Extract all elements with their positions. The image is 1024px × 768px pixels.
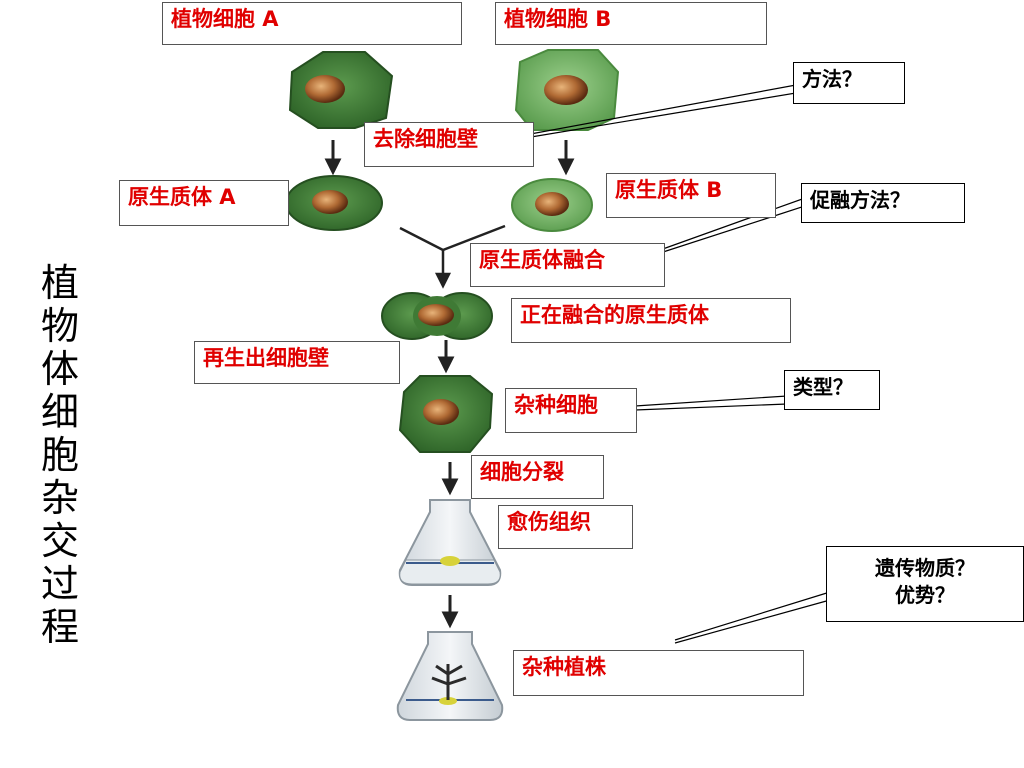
question-method: 方法？ <box>793 62 905 104</box>
label-hybrid-plant: 杂种植株 <box>513 650 804 696</box>
arrow-down-icon <box>437 340 455 374</box>
fusing-protoplast <box>381 292 493 340</box>
title-char: 交 <box>40 519 79 563</box>
nucleus-icon <box>418 304 454 326</box>
label-protoplast-fusion: 原生质体融合 <box>470 243 665 287</box>
vertical-title: 植 物 体 细 胞 杂 交 过 程 <box>38 262 82 649</box>
label-callus: 愈伤组织 <box>498 505 633 549</box>
title-char: 物 <box>40 304 79 348</box>
nucleus-icon <box>312 190 348 214</box>
nucleus-icon <box>535 192 569 216</box>
label-protoplast-a: 原生质体 A <box>119 180 289 226</box>
arrow-down-icon <box>557 140 575 176</box>
protoplast-a <box>285 175 383 231</box>
fusion-arrow-icon <box>399 224 506 289</box>
arrow-down-icon <box>324 140 342 176</box>
title-char: 细 <box>40 390 79 434</box>
label-remove-cell-wall: 去除细胞壁 <box>364 122 534 167</box>
label-regenerate-cell-wall: 再生出细胞壁 <box>194 341 400 384</box>
label-cell-division: 细胞分裂 <box>471 455 604 499</box>
arrow-down-icon <box>441 462 459 496</box>
plant-cell-b <box>514 49 620 131</box>
label-plant-cell-b: 植物细胞 B <box>495 2 767 45</box>
title-char: 杂 <box>40 476 79 520</box>
label-protoplast-b: 原生质体 B <box>606 173 776 218</box>
label-fusing-protoplast: 正在融合的原生质体 <box>511 298 791 343</box>
plant-flask-icon <box>396 631 504 721</box>
title-char: 过 <box>40 562 79 606</box>
connector-lines <box>524 84 831 644</box>
question-advantage: 优势？ <box>895 583 955 607</box>
nucleus-icon <box>305 75 345 103</box>
title-char: 植 <box>40 261 79 305</box>
nucleus-icon <box>544 75 588 105</box>
nucleus-icon <box>423 399 459 425</box>
question-genetic-advantage: 遗传物质？ 优势？ <box>826 546 1024 622</box>
label-hybrid-cell: 杂种细胞 <box>505 388 637 433</box>
protoplast-b <box>511 178 593 232</box>
plant-cell-a <box>288 51 394 129</box>
label-plant-cell-a: 植物细胞 A <box>162 2 462 45</box>
question-type: 类型？ <box>784 370 880 410</box>
title-char: 体 <box>40 347 79 391</box>
question-fusion-method: 促融方法？ <box>801 183 965 223</box>
title-char: 程 <box>40 605 79 649</box>
callus-flask-icon <box>398 499 502 586</box>
arrow-down-icon <box>441 595 459 629</box>
question-genetic-material: 遗传物质？ <box>875 556 975 580</box>
hybrid-cell-shape <box>398 375 494 453</box>
title-char: 胞 <box>40 433 79 477</box>
